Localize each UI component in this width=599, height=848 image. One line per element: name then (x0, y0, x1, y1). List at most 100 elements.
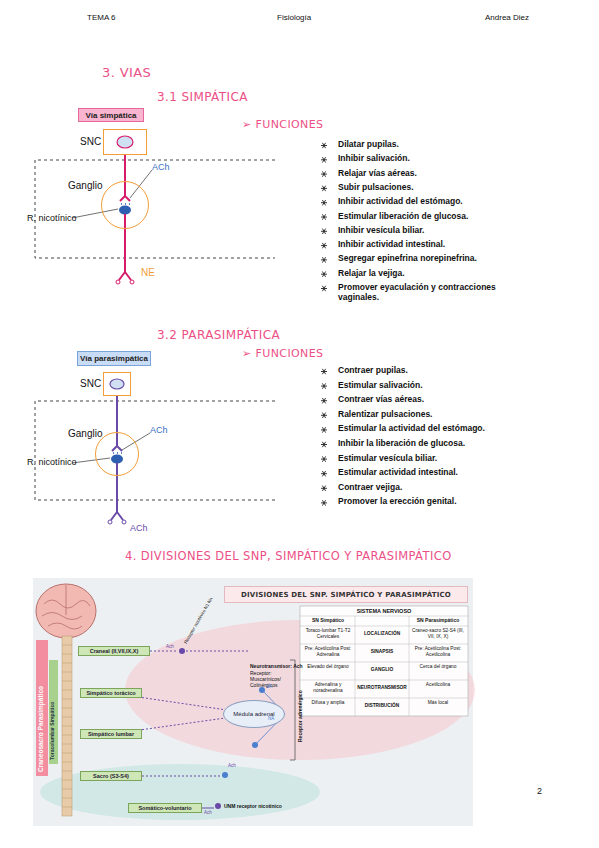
bullet-asterisk (321, 229, 327, 234)
node-text: Simpático torácico (86, 690, 135, 696)
postganglionic-axon (119, 214, 131, 280)
spinal-segment: Somático-voluntario (128, 803, 202, 813)
section-heading: 3.1 SIMPÁTICA (157, 91, 248, 105)
nerve-line (150, 651, 248, 652)
effector-dot (259, 687, 265, 693)
node-text: Sacro (S3-S4) (93, 773, 129, 779)
bullet-asterisk (321, 471, 327, 476)
bullet-asterisk (321, 500, 327, 505)
bullet-asterisk (321, 143, 327, 148)
bullet-asterisk (321, 200, 327, 205)
function-item: Contraer pupilas. (338, 366, 523, 376)
text-label: 2 (537, 786, 542, 796)
brain-folds (42, 585, 90, 629)
route-tag: Vía simpática (78, 108, 144, 122)
text-label: Receptor: Muscarínicos/ Colinérgicos (250, 671, 298, 688)
section-heading: ➢ FUNCIONES (242, 119, 323, 132)
text-label: Cerca del órgano (410, 664, 466, 670)
text-label: Acetilcolina (410, 682, 466, 688)
connector (142, 718, 223, 729)
spinal-segment: Simpático torácico (80, 688, 142, 698)
bullet-asterisk (321, 456, 327, 461)
text-label: Craneosacro Parasimpático (37, 686, 44, 772)
infographic-title: DIVISIONES DEL SNP. SIMPÁTICO Y PARASIMP… (224, 586, 468, 603)
function-item: Inhibir la liberación de glucosa. (338, 439, 523, 449)
function-item: Relajar la vejiga. (338, 269, 523, 279)
dashed-frame (35, 401, 275, 500)
postganglionic-axon (111, 463, 123, 520)
bullet-asterisk (321, 243, 327, 248)
text-label: SN Parasimpático (410, 618, 466, 624)
postganglionic-soma (111, 455, 123, 464)
section-heading: 3.2 PARASIMPÁTICA (157, 329, 280, 343)
neuron-soma (110, 379, 124, 389)
function-item: Inhibir actividad intestinal. (338, 240, 523, 250)
text-label: ACh (152, 162, 170, 172)
table-frame (300, 606, 468, 716)
terminal (130, 280, 134, 284)
text-label: UNM receptor nicotínico (224, 804, 282, 810)
text-label: Fisiología (277, 13, 311, 22)
ganglion-dot (179, 648, 185, 654)
bullet-asterisk (321, 369, 327, 374)
text-label: ACh (150, 425, 168, 435)
bullet-asterisk (321, 398, 327, 403)
bullet-asterisk (321, 186, 327, 191)
text-label: Ach (204, 810, 212, 815)
node-text: Vía simpática (85, 111, 136, 120)
function-item: Estimular la actividad del estómago. (338, 424, 523, 434)
ganglion-circle: Ganglio (95, 432, 139, 476)
text-label: NE (141, 267, 155, 279)
node-text: Craneal (II,VII,IX,X) (90, 648, 139, 654)
function-item: Contraer vías aéreas. (338, 395, 523, 405)
function-item: Inhibir vesícula biliar. (338, 226, 523, 236)
text-label: SN Simpático (302, 618, 354, 624)
spinal-segment: Simpático lumbar (80, 729, 142, 739)
function-item: Promover eyaculación y contracciones vag… (338, 283, 523, 303)
connector (124, 155, 126, 181)
postganglionic-soma (119, 206, 131, 215)
node-text: Simpático lumbar (88, 731, 134, 737)
brain (36, 584, 96, 638)
nerve-line (142, 776, 220, 777)
text-label: Andrea Diez (485, 13, 529, 22)
text-label: Pre: Acetilcolina Post: Acetilcolina (410, 646, 466, 657)
dashed-frame (35, 160, 275, 258)
text-label: TEMA 6 (87, 13, 115, 22)
bracket (290, 660, 295, 760)
text-label: LOCALIZACIÓN (356, 631, 408, 637)
bullet-asterisk (321, 272, 327, 277)
motor-dot (215, 803, 221, 809)
axon-ending (112, 432, 122, 451)
bullet-asterisk (321, 214, 327, 219)
text-label: Receptor adrenérgico (298, 690, 304, 742)
text-label: Elevado del órgano (302, 664, 354, 670)
text-label: R. nicotínico (27, 213, 77, 223)
effector-dot (222, 772, 228, 778)
section-heading: 4. DIVISIONES DEL SNP, SIMPÁTICO Y PARAS… (125, 550, 452, 563)
connector (116, 396, 118, 432)
bullet-asterisk (321, 257, 327, 262)
text-label: Pre: Acetilcolina Post: Adrenalina (302, 646, 354, 657)
text-label: Difusa y amplia (302, 700, 354, 706)
text-label: SINAPSIS (356, 649, 408, 655)
node-text: Ganglio (68, 428, 102, 439)
function-item: Estimular liberación de glucosa. (338, 212, 523, 222)
cns-box: SNC (103, 372, 131, 396)
axon-ending (120, 181, 130, 201)
leader-line (72, 170, 152, 218)
text-label: Más local (410, 700, 466, 706)
function-item: Dilatar pupilas. (338, 140, 523, 150)
text-label: ACh (130, 523, 148, 533)
function-item: Relajar vías aéreas. (338, 169, 523, 179)
function-item: Contraer vejiga. (338, 483, 523, 493)
text-label: NA (268, 716, 274, 721)
infographic-background (33, 578, 473, 826)
text-label: Toraco-lumbar T1-T2 Cervicales (302, 628, 354, 639)
ach-dots (113, 452, 122, 454)
bullet-asterisk (321, 383, 327, 388)
bullet-asterisk (321, 486, 327, 491)
ach-dots (121, 203, 130, 205)
text-label: Craneo-sacro S2-S4 (III, VII, IX, X) (410, 628, 466, 639)
